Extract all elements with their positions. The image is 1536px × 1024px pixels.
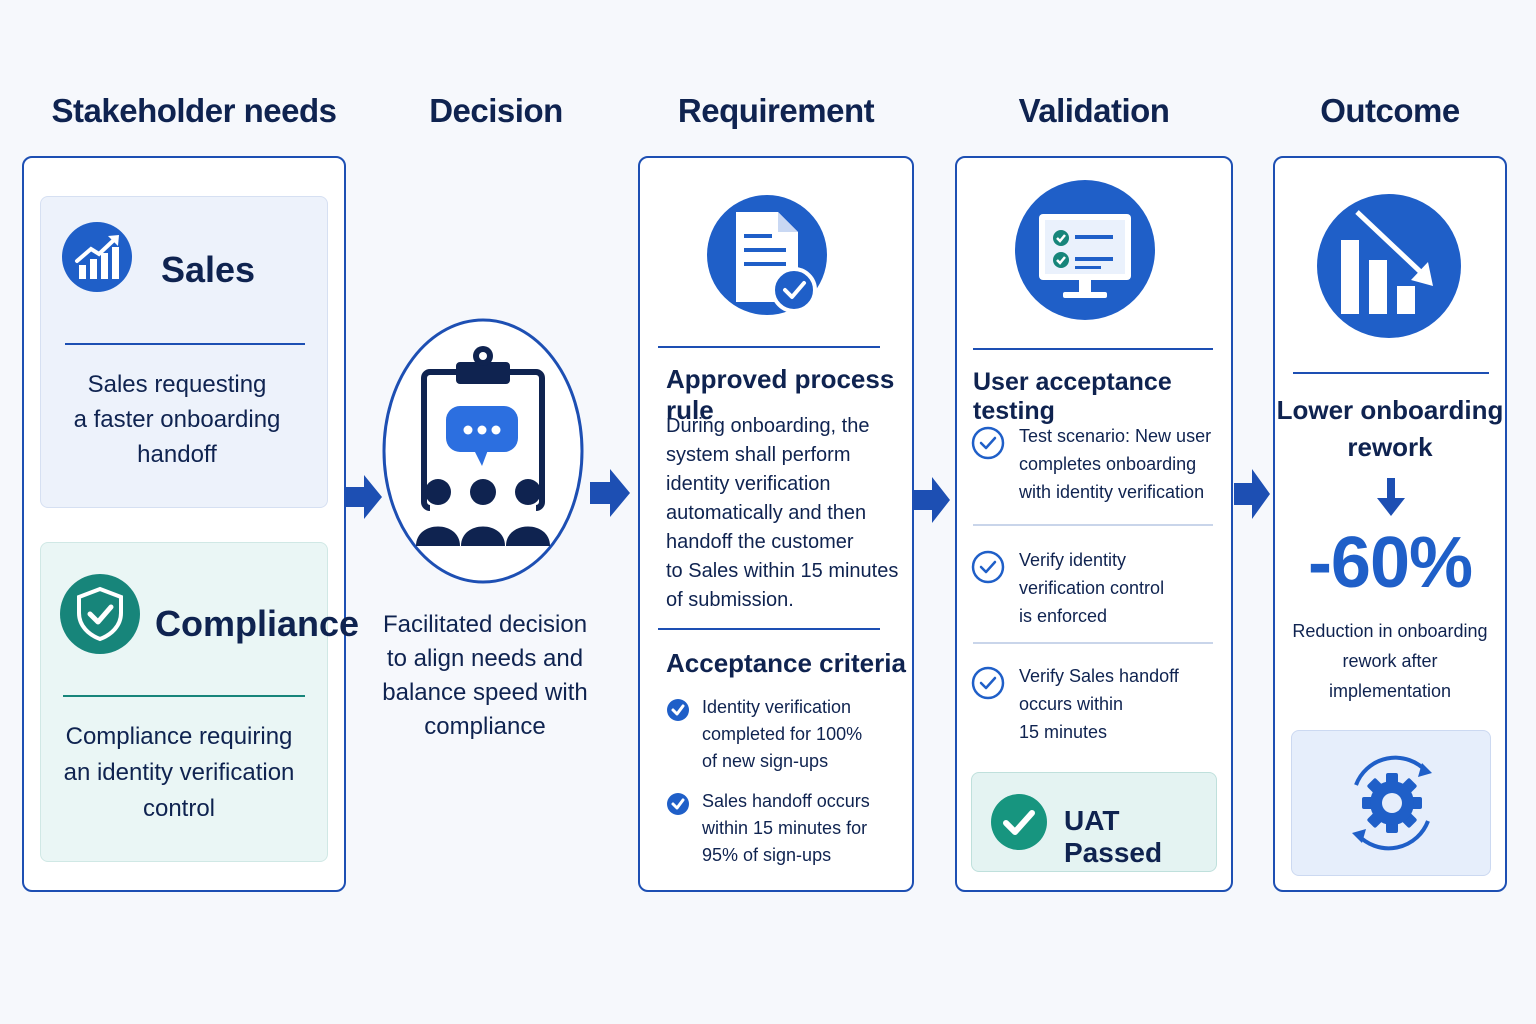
shield-check-icon [60,574,140,654]
compliance-title: Compliance [155,603,360,644]
check-circle-icon [971,550,1005,584]
criteria-text-2: Sales handoff occurs within 15 minutes f… [702,791,870,865]
flow-arrow-4 [1234,469,1270,519]
test-divider [973,642,1213,644]
chart-down-icon [1317,194,1461,338]
outcome-panel: Lower onboarding rework -60% Reduction i… [1273,156,1507,892]
validation-divider-top [973,348,1213,350]
sales-card: Sales Sales requesting a faster onboardi… [40,196,328,508]
heading-decision: Decision [429,92,563,129]
check-circle-icon [667,793,689,815]
test-text-3: Verify Sales handoff occurs within 15 mi… [1019,666,1179,742]
test-text-2: Verify identity verification control is … [1019,550,1165,626]
test-divider [973,524,1213,526]
sales-title: Sales [161,249,256,290]
heading-requirement: Requirement [677,92,875,129]
monitor-checklist-icon [1015,180,1155,320]
outcome-metric-desc: Reduction in onboarding rework after imp… [1292,621,1488,701]
stakeholder-panel: Sales Sales requesting a faster onboardi… [22,156,359,892]
requirement-divider-top [658,346,880,348]
requirement-panel: Approved process rule During onboarding,… [638,156,914,892]
sales-need-text: Sales requesting a faster onboarding han… [73,371,281,468]
requirement-divider-mid [658,628,880,630]
compliance-divider [63,695,305,697]
chart-up-icon [62,222,132,292]
document-check-icon [707,195,827,315]
rule-title: Approved process rule [666,364,895,425]
flow-arrow-2 [590,469,630,517]
check-circle-icon [971,666,1005,700]
flow-arrow-3 [914,477,950,523]
compliance-card: Compliance Compliance requiring an ident… [40,542,359,862]
criteria-text-1: Identity verification completed for 100%… [702,697,863,771]
rule-text: During onboarding, the system shall perf… [666,415,899,611]
uat-status-badge: UAT Passed [971,772,1217,872]
check-circle-icon [991,794,1047,850]
outcome-divider [1293,372,1489,374]
compliance-need-text: Compliance requiring an identity verific… [63,723,295,822]
heading-stakeholder-needs: Stakeholder needs [51,92,337,129]
validation-title: User acceptance testing [973,368,1172,425]
outcome-title: Lower onboarding rework [1276,395,1504,462]
criteria-title: Acceptance criteria [666,648,906,678]
gear-cycle-icon [1352,755,1432,851]
gear-card [1291,730,1491,876]
validation-panel: User acceptance testing Test scenario: N… [955,156,1233,892]
meeting-clipboard-icon [382,318,584,584]
heading-validation: Validation [1018,92,1170,129]
check-circle-icon [667,699,689,721]
outcome-metric: -60% [1307,523,1473,603]
heading-outcome: Outcome [1320,92,1460,129]
sales-divider [65,343,305,345]
check-circle-icon [971,426,1005,460]
test-text-1: Test scenario: New user completes onboar… [1019,426,1212,502]
flow-arrow-1 [346,475,382,519]
uat-status-label: UAT Passed [1064,805,1163,868]
decision-text: Facilitated decision to align needs and … [382,611,588,740]
arrow-down-icon [1377,478,1405,516]
